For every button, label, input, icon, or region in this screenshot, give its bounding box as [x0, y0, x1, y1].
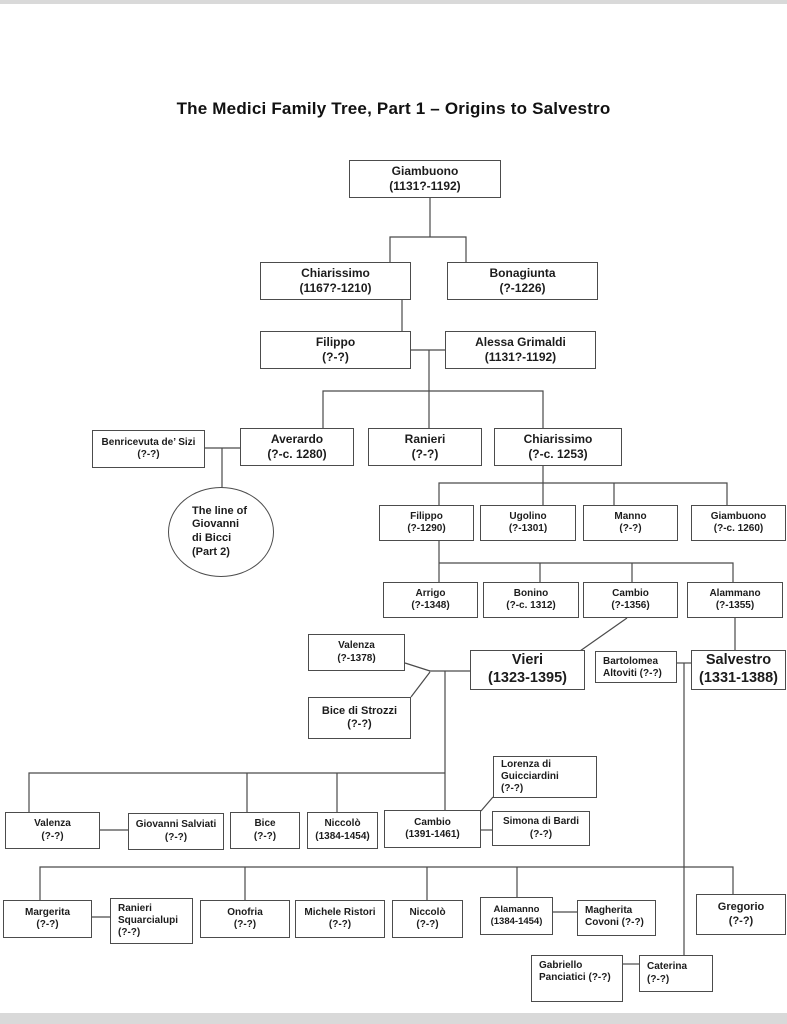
person-box-ranieri-1: Ranieri (?-?)	[368, 428, 482, 466]
person-box-michele-ristori: Michele Ristori (?-?)	[295, 900, 385, 938]
person-box-chiarissimo-2: Chiarissimo (?-c. 1253)	[494, 428, 622, 466]
page-bottom-edge	[0, 1013, 787, 1024]
person-box-bice-2: Bice (?-?)	[230, 812, 300, 849]
person-box-bartolomea-altoviti: Bartolomea Altoviti (?-?)	[595, 651, 677, 683]
person-box-chiarissimo-1: Chiarissimo (1167?-1210)	[260, 262, 411, 300]
person-box-vieri: Vieri (1323-1395)	[470, 650, 585, 690]
person-box-alammano: Alammano (?-1355)	[687, 582, 783, 618]
person-box-magherita-covoni: Magherita Covoni (?-?)	[577, 900, 656, 936]
person-box-filippo-2: Filippo (?-1290)	[379, 505, 474, 541]
person-box-valenza-2: Valenza (?-?)	[5, 812, 100, 849]
person-box-ranieri-squarcialupi: Ranieri Squarcialupi (?-?)	[110, 898, 193, 944]
page-title: The Medici Family Tree, Part 1 – Origins…	[176, 99, 611, 118]
person-box-cambio-2: Cambio (1391-1461)	[384, 810, 481, 848]
person-box-alamanno-2: Alamanno (1384-1454)	[480, 897, 553, 935]
person-box-salvestro: Salvestro (1331-1388)	[691, 650, 786, 690]
person-box-filippo-1: Filippo (?-?)	[260, 331, 411, 369]
page-top-edge	[0, 0, 787, 4]
person-box-arrigo: Arrigo (?-1348)	[383, 582, 478, 618]
person-box-ugolino: Ugolino (?-1301)	[480, 505, 576, 541]
person-box-benricevuta-de-sizi: Benricevuta de’ Sizi (?-?)	[92, 430, 205, 468]
person-box-margerita: Margerita (?-?)	[3, 900, 92, 938]
person-box-valenza-1: Valenza (?-1378)	[308, 634, 405, 671]
person-box-caterina: Caterina (?-?)	[639, 955, 713, 992]
person-box-simona-di-bardi: Simona di Bardi (?-?)	[492, 811, 590, 846]
line-of-giovanni-di-bicci-note: The line of Giovanni di Bicci (Part 2)	[168, 487, 274, 577]
person-box-giovanni-salviati: Giovanni Salviati (?-?)	[128, 813, 224, 850]
person-box-manno: Manno (?-?)	[583, 505, 678, 541]
person-box-niccolo-1: Niccolò (1384-1454)	[307, 812, 378, 849]
person-box-cambio-1: Cambio (?-1356)	[583, 582, 678, 618]
person-box-giambuono-2: Giambuono (?-c. 1260)	[691, 505, 786, 541]
person-box-gabriello-panciatici: Gabriello Panciatici (?-?)	[531, 955, 623, 1002]
person-box-alessa-grimaldi: Alessa Grimaldi (1131?-1192)	[445, 331, 596, 369]
person-box-lorenza-di-guicciardini: Lorenza di Guicciardini (?-?)	[493, 756, 597, 798]
person-box-niccolo-2: Niccolò (?-?)	[392, 900, 463, 938]
person-box-bonagiunta: Bonagiunta (?-1226)	[447, 262, 598, 300]
person-box-gregorio: Gregorio (?-?)	[696, 894, 786, 935]
person-box-bonino: Bonino (?-c. 1312)	[483, 582, 579, 618]
person-box-onofria: Onofria (?-?)	[200, 900, 290, 938]
person-box-giambuono-1: Giambuono (1131?-1192)	[349, 160, 501, 198]
person-box-averardo: Averardo (?-c. 1280)	[240, 428, 354, 466]
person-box-bice-di-strozzi: Bice di Strozzi (?-?)	[308, 697, 411, 739]
